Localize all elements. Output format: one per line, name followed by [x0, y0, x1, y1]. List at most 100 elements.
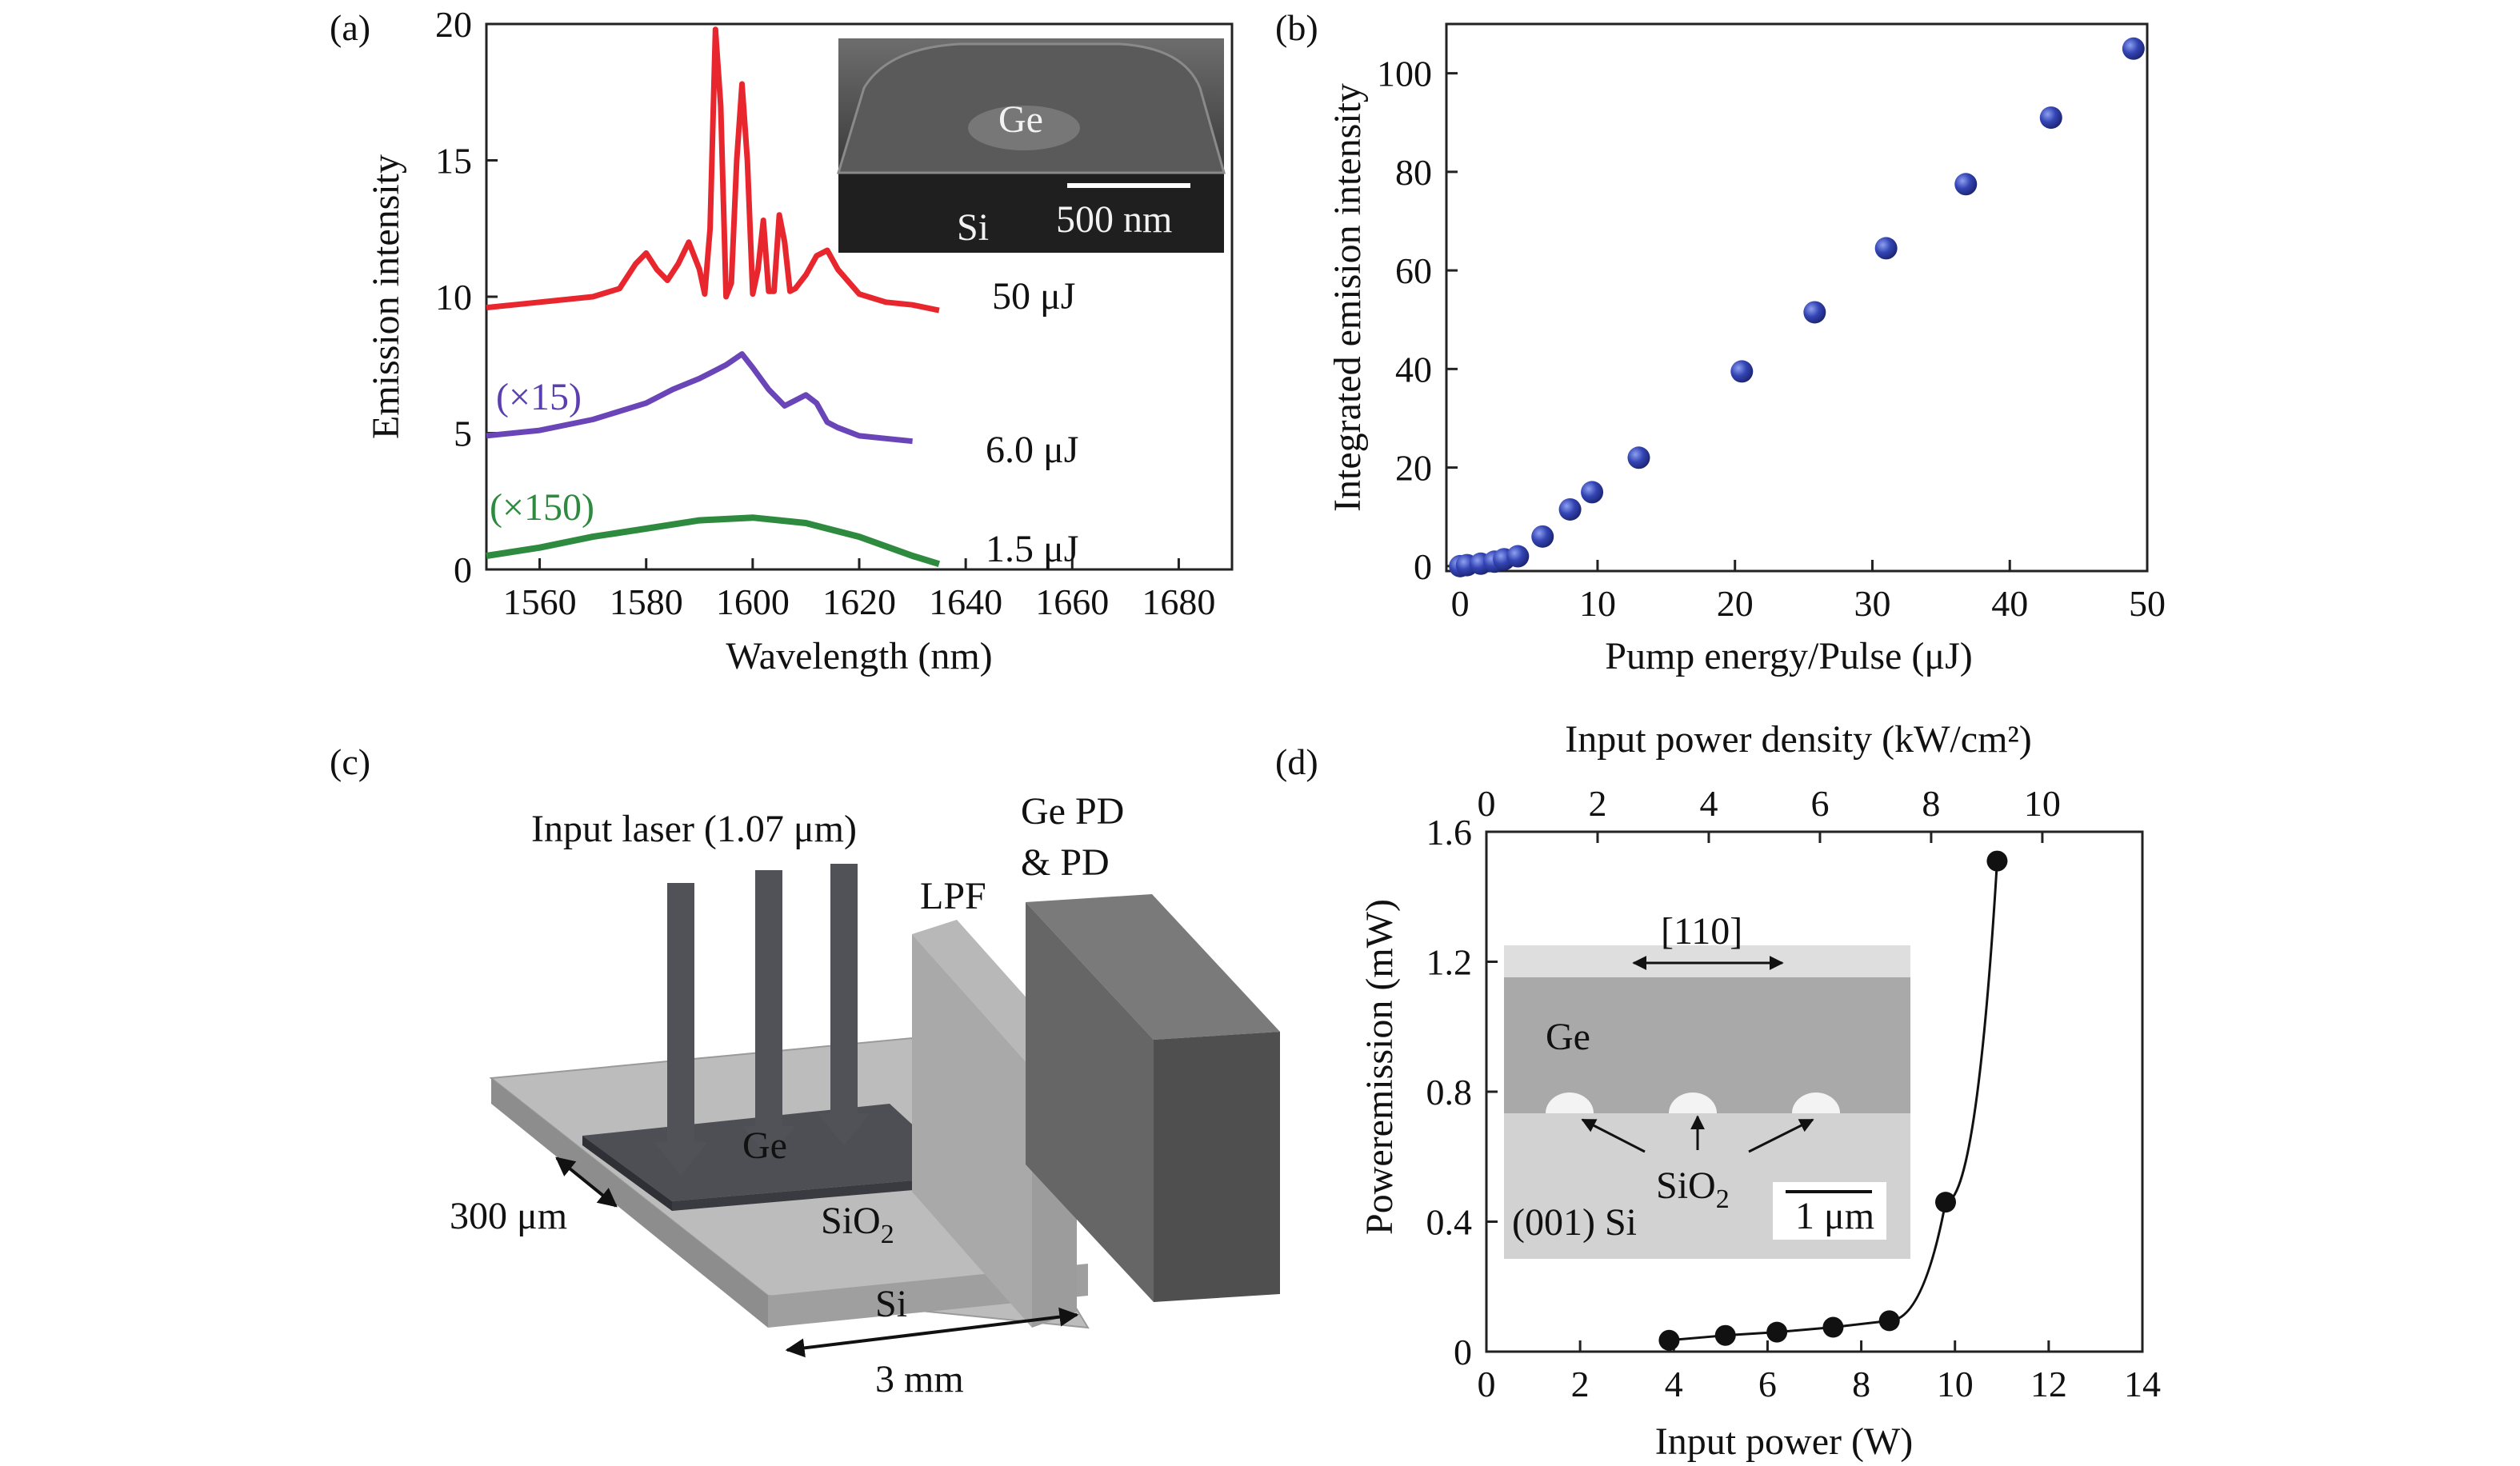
- y-tick-label: 0: [454, 549, 472, 590]
- panel-a-inset-si-label: Si: [957, 206, 989, 249]
- y-tick-label: 0.4: [1426, 1202, 1473, 1243]
- panel-c-letter: (c): [330, 741, 370, 782]
- y-tick-label: 1.2: [1426, 942, 1473, 983]
- y-tick-label: 80: [1395, 152, 1432, 193]
- laser-arrow: [742, 870, 795, 1160]
- data-point: [1506, 545, 1530, 568]
- x2-tick-label: 0: [1478, 783, 1496, 824]
- panel-a-letter: (a): [330, 7, 370, 48]
- panel-d-letter: (d): [1275, 741, 1318, 782]
- x-tick-label: 0: [1451, 583, 1470, 624]
- inset-direction-label: [110]: [1661, 910, 1742, 953]
- input-laser-arrows: [654, 864, 870, 1176]
- ge-pd-detector: [1026, 894, 1280, 1302]
- x-tick-label: 1640: [929, 581, 1002, 622]
- inset-ge-label: Ge: [1546, 1016, 1590, 1058]
- panel-d-x2-title: Input power density (kW/cm²): [1565, 718, 2032, 761]
- series-scale-x15: (×15): [496, 376, 582, 418]
- x-tick-label: 6: [1758, 1364, 1777, 1404]
- y-tick-label: 100: [1377, 54, 1432, 94]
- ge-pd-label-line1: Ge PD: [1021, 790, 1124, 833]
- data-point: [1935, 1192, 1956, 1213]
- panel-d-series: [1658, 850, 2008, 1351]
- data-point: [1766, 1321, 1788, 1343]
- x2-tick-label: 2: [1588, 783, 1606, 824]
- inset-sio2-label: SiO2: [1656, 1164, 1730, 1214]
- data-point: [1730, 360, 1754, 383]
- inset-pointer-arrow: [1748, 1118, 1814, 1153]
- panel-d-inset-tem-image: [110] Ge SiO2 (001) Si 1 μm: [1504, 910, 1910, 1259]
- panel-b-letter: (b): [1275, 7, 1318, 48]
- y-tick-label: 0.8: [1426, 1072, 1473, 1112]
- panel-a-inset-scale-label: 500 nm: [1056, 198, 1172, 241]
- x-tick-label: 30: [1854, 583, 1890, 624]
- series-label-6uJ: 6.0 μJ: [986, 429, 1078, 471]
- x-tick-label: 14: [2124, 1364, 2161, 1404]
- y-tick-label: 0: [1454, 1332, 1472, 1372]
- width-dimension-arrow: [555, 1156, 618, 1208]
- x-tick-label: 10: [1937, 1364, 1974, 1404]
- panel-d-y-title: Poweremission (mW): [1358, 899, 1401, 1235]
- panel-a-x-title: Wavelength (nm): [726, 635, 992, 677]
- x-tick-label: 1620: [822, 581, 896, 622]
- x-tick-label: 4: [1665, 1364, 1683, 1404]
- panel-b-y-title: Integrated emision intensity: [1326, 83, 1369, 512]
- x-tick-label: 40: [1991, 583, 2028, 624]
- x2-tick-label: 10: [2024, 783, 2061, 824]
- x-tick-label: 1680: [1142, 581, 1215, 622]
- data-point: [1558, 497, 1582, 521]
- x2-tick-label: 8: [1922, 783, 1940, 824]
- x-tick-label: 0: [1478, 1364, 1496, 1404]
- data-point: [1986, 850, 2008, 872]
- y-tick-label: 1.6: [1426, 812, 1473, 853]
- y-tick-label: 60: [1395, 250, 1432, 291]
- panel-b-points: [1449, 37, 2145, 577]
- x-tick-label: 12: [2030, 1364, 2067, 1404]
- y-tick-label: 10: [435, 277, 472, 318]
- panel-a-y-title: Emission intensity: [365, 154, 407, 439]
- panel-d: (d) [110] Ge SiO2 (001) Si 1 μm 0 2 4 6 8 10 1…: [1275, 718, 2161, 1463]
- series-label-1-5uJ: 1.5 μJ: [986, 528, 1078, 570]
- data-point: [1954, 173, 1978, 196]
- ge-pd-label-line2: & PD: [1021, 841, 1110, 884]
- data-point: [2039, 106, 2062, 130]
- panel-a-inset-ge-label: Ge: [998, 98, 1043, 141]
- data-point: [1531, 525, 1554, 548]
- panel-b-plot-frame: [1445, 22, 2149, 573]
- inset-si-label: (001) Si: [1512, 1201, 1637, 1244]
- data-point: [1581, 481, 1604, 504]
- y-tick-label: 20: [435, 4, 472, 45]
- series-scale-x150: (×150): [490, 486, 594, 529]
- x2-tick-label: 4: [1699, 783, 1718, 824]
- x-tick-label: 2: [1571, 1364, 1590, 1404]
- x-tick-label: 1580: [610, 581, 683, 622]
- y-tick-label: 5: [454, 413, 472, 454]
- length-dimension-arrow: [785, 1307, 1079, 1358]
- ge-layer-label: Ge: [742, 1124, 787, 1167]
- x-tick-label: 20: [1717, 583, 1754, 624]
- inset-scale-label: 1 μm: [1795, 1195, 1874, 1237]
- series-line-0: [486, 26, 940, 314]
- panel-b-x-title: Pump energy/Pulse (μJ): [1605, 635, 1973, 677]
- x-tick-label: 50: [2129, 583, 2166, 624]
- panel-a-series: [486, 26, 941, 568]
- lpf-label: LPF: [920, 875, 986, 917]
- panel-d-x-title: Input power (W): [1655, 1420, 1914, 1463]
- data-point: [1822, 1316, 1844, 1338]
- data-point: [1874, 237, 1898, 260]
- x2-tick-label: 6: [1810, 783, 1829, 824]
- inset-pointer-arrow: [1581, 1118, 1646, 1153]
- x-tick-label: 1560: [503, 581, 577, 622]
- laser-arrow: [818, 864, 870, 1145]
- y-tick-label: 40: [1395, 349, 1432, 389]
- length-dimension-label: 3 mm: [875, 1358, 964, 1400]
- series-line-1: [486, 351, 913, 445]
- x-tick-label: 10: [1579, 583, 1616, 624]
- y-tick-label: 20: [1395, 448, 1432, 489]
- panel-c: (c): [330, 741, 1280, 1400]
